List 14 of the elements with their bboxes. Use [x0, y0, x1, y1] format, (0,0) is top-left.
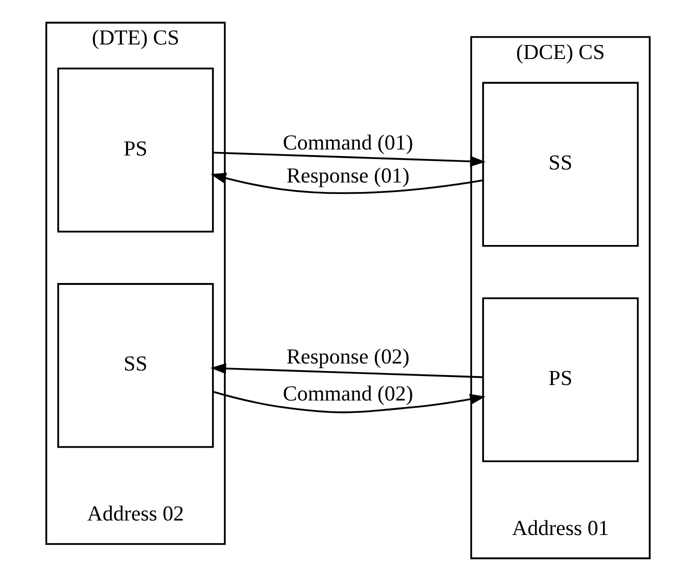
node-label: Address 01	[512, 516, 609, 540]
node-label: Address 02	[87, 502, 184, 526]
edge-label: Command (01)	[282, 130, 414, 154]
node-box: SS	[57, 283, 214, 448]
node-box: PS	[482, 297, 639, 462]
arrow	[212, 390, 486, 414]
edge-label: Command (02)	[282, 381, 414, 406]
arrow	[210, 172, 483, 194]
arrow	[213, 152, 486, 167]
node-box: PS	[57, 68, 214, 232]
edge-label: Response (01)	[286, 164, 410, 188]
edge-label: Response (02)	[286, 344, 410, 369]
arrow	[210, 363, 483, 378]
node-box: SS	[482, 82, 639, 247]
